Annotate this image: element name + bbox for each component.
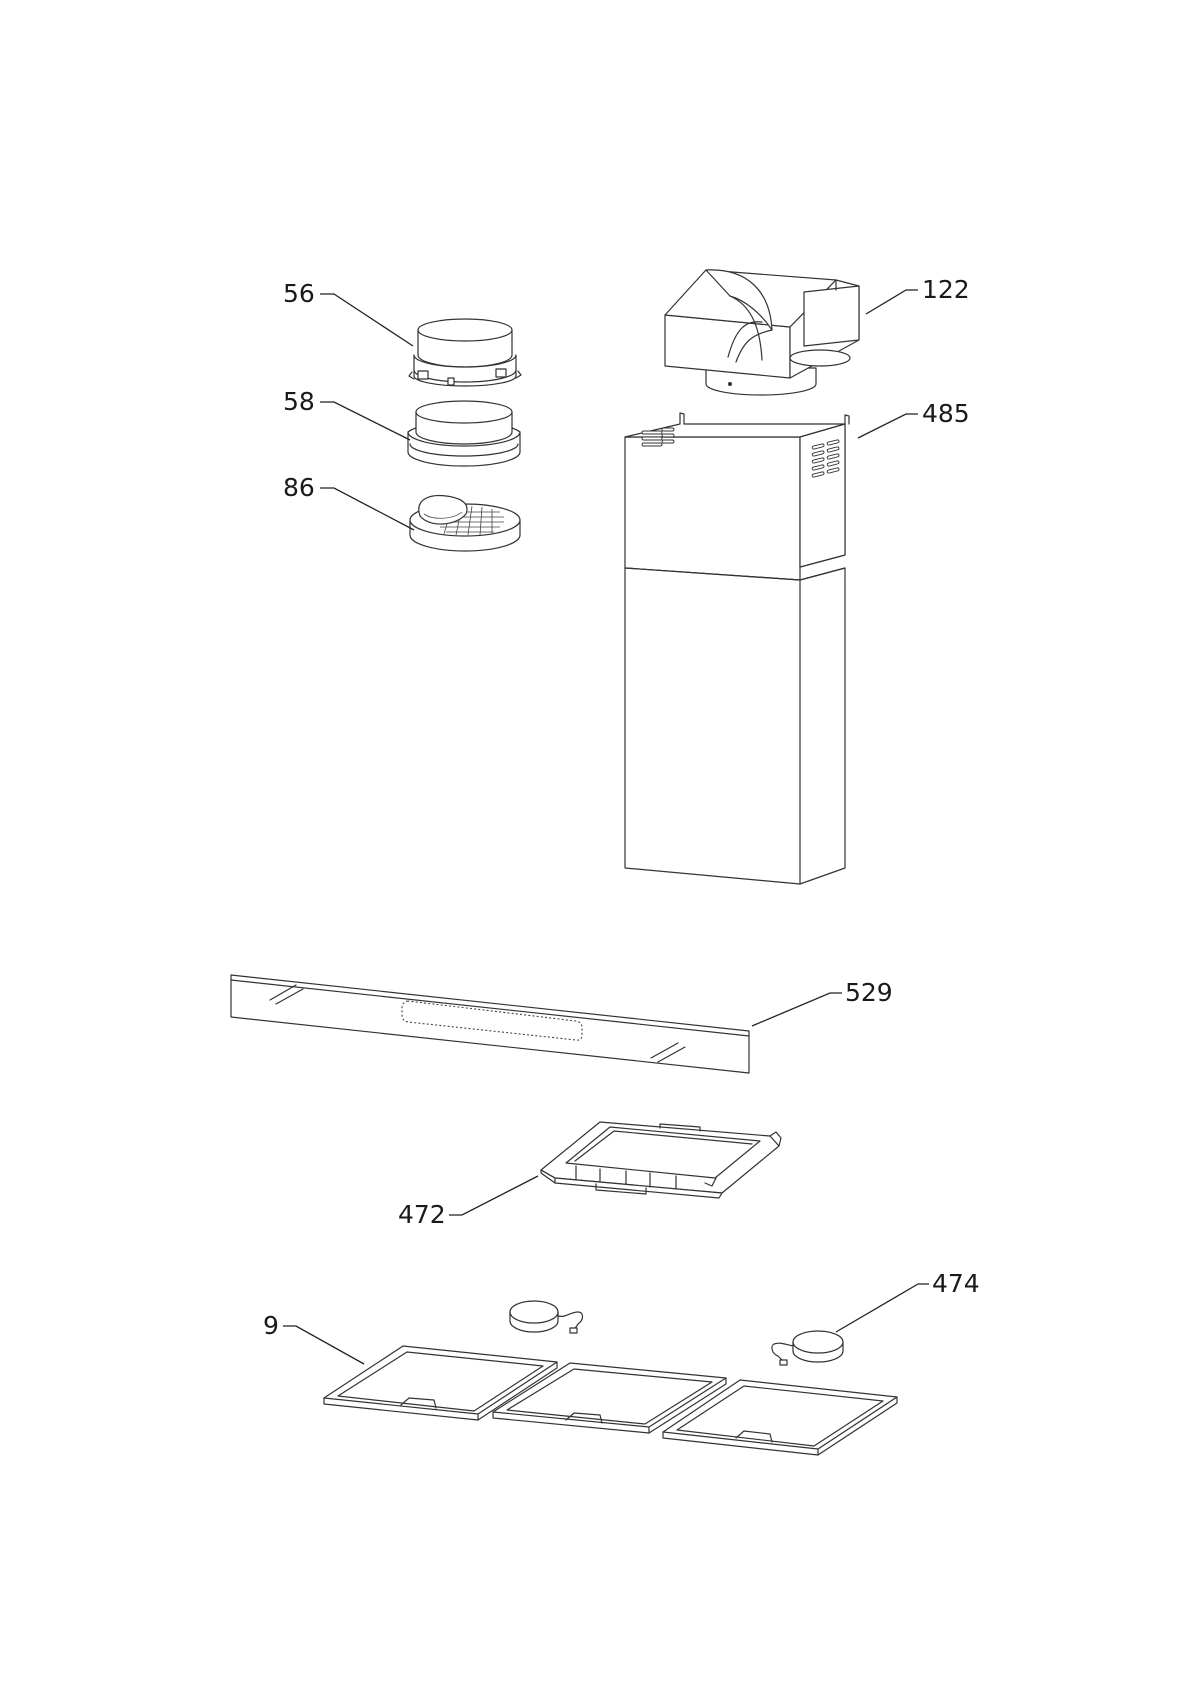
part-474-led-lamp-left: [509, 1300, 584, 1334]
part-58-reducer: [407, 400, 521, 467]
leader-472: [449, 1175, 539, 1216]
leader-58: [320, 401, 411, 441]
part-9-grease-filter-2: [492, 1362, 727, 1434]
part-529-glass-panel: [230, 974, 750, 1074]
part-number-485: 485: [922, 399, 970, 428]
leader-86: [320, 487, 415, 531]
leader-474: [835, 1283, 929, 1333]
part-474-led-lamp-right: [771, 1330, 844, 1366]
part-number-9: 9: [263, 1311, 279, 1340]
part-9-grease-filter-3: [662, 1379, 898, 1456]
part-number-58: 58: [283, 387, 315, 416]
part-9-grease-filter-1: [323, 1345, 558, 1421]
leader-lines: [283, 289, 929, 1365]
leader-56: [320, 293, 414, 347]
part-485-chimney-cover: [624, 412, 850, 885]
part-86-backdraft-damper: [409, 494, 521, 552]
part-number-56: 56: [283, 279, 315, 308]
part-122-air-deflector: [664, 269, 860, 396]
part-number-472: 472: [398, 1200, 446, 1229]
part-number-529: 529: [845, 978, 893, 1007]
leader-529: [751, 992, 842, 1027]
part-number-122: 122: [922, 275, 970, 304]
part-472-control-frame: [540, 1121, 782, 1199]
leader-122: [865, 289, 918, 315]
part-56-duct-collar: [408, 318, 522, 387]
leader-485: [857, 413, 918, 439]
leader-9: [283, 1325, 365, 1365]
part-number-86: 86: [283, 473, 315, 502]
part-number-474: 474: [932, 1269, 980, 1298]
